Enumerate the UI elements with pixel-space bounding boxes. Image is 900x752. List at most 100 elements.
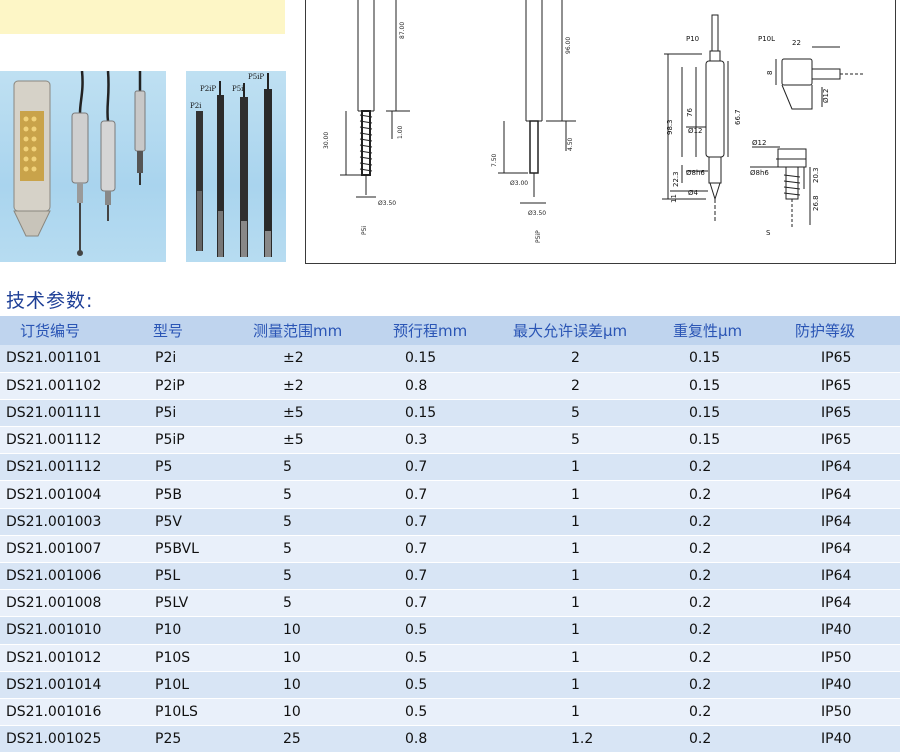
col-header-order-no: 订货编号 (0, 316, 143, 345)
col-header-max-error: 最大允许误差μm (503, 316, 663, 345)
cell-pretravel: 0.8 (383, 372, 503, 400)
cell-protection: IP65 (785, 345, 900, 373)
dia-label-mid: Ø3.00 (510, 180, 528, 187)
cell-model: P10S (143, 644, 243, 672)
dim-76: 76 (686, 108, 694, 117)
cell-max-error: 1 (503, 698, 663, 727)
probe-photo-2: P2iP P5i P5iP P2i (186, 71, 286, 262)
cell-model: P5i (143, 399, 243, 428)
cell-model: P5LV (143, 589, 243, 618)
photo-label-p5i: P5i (232, 85, 244, 93)
cell-protection: IP50 (785, 698, 900, 727)
cell-range: 5 (243, 589, 383, 618)
cell-range: 10 (243, 671, 383, 699)
dia-label-mid2: Ø3.50 (528, 210, 546, 217)
cell-protection: IP64 (785, 508, 900, 536)
drawing-probe-p10l (750, 46, 864, 227)
cell-repeatability: 0.2 (663, 480, 785, 509)
cell-model: P5BVL (143, 535, 243, 564)
cell-model: P10LS (143, 698, 243, 727)
cell-range: ±2 (243, 345, 383, 373)
cell-range: 5 (243, 453, 383, 482)
drawing-probe-p5i (340, 0, 410, 198)
table-header-row: 订货编号 型号 测量范围mm 预行程mm 最大允许误差μm 重复性μm 防护等级 (0, 316, 900, 345)
cell-range: 10 (243, 616, 383, 645)
drawing-probe-p10 (662, 14, 729, 221)
cell-repeatability: 0.15 (663, 372, 785, 400)
cell-protection: IP40 (785, 671, 900, 699)
cell-model: P5iP (143, 426, 243, 455)
cell-model: P10L (143, 671, 243, 699)
dim-label-1: 1.00 (397, 125, 404, 139)
cell-repeatability: 0.2 (663, 453, 785, 482)
col-header-model: 型号 (143, 316, 243, 345)
cell-repeatability: 0.2 (663, 589, 785, 618)
cell-pretravel: 0.15 (383, 345, 503, 373)
cell-repeatability: 0.2 (663, 725, 785, 752)
cell-range: 5 (243, 480, 383, 509)
cell-pretravel: 0.7 (383, 508, 503, 536)
cell-range: 25 (243, 725, 383, 752)
cell-pretravel: 0.7 (383, 480, 503, 509)
cell-max-error: 2 (503, 345, 663, 373)
cell-order-no: DS21.001112 (0, 426, 143, 455)
cell-range: ±5 (243, 426, 383, 455)
dim-label-96: 96.00 (565, 37, 572, 54)
dia-label-left: Ø3.50 (378, 200, 396, 207)
cell-repeatability: 0.15 (663, 345, 785, 373)
dim-983: 98.3 (666, 119, 674, 135)
cell-model: P5 (143, 453, 243, 482)
dim-268: 26.8 (812, 195, 820, 211)
col-header-protection: 防护等级 (785, 316, 900, 345)
slim-probe-a (71, 71, 89, 256)
dia-12-b: Ø12 (822, 89, 830, 103)
cell-pretravel: 0.7 (383, 562, 503, 591)
cell-range: 10 (243, 698, 383, 727)
cell-protection: IP50 (785, 644, 900, 672)
cell-order-no: DS21.001012 (0, 644, 143, 672)
technical-drawing: 87.00 96.00 1.00 30.00 7.50 4.50 Ø3.50 Ø… (305, 0, 896, 264)
cell-max-error: 1 (503, 562, 663, 591)
dim-label-30: 30.00 (323, 132, 330, 149)
cell-pretravel: 0.7 (383, 589, 503, 618)
cell-order-no: DS21.001112 (0, 453, 143, 482)
cell-order-no: DS21.001111 (0, 399, 143, 428)
cell-max-error: 1 (503, 453, 663, 482)
dia-8h6-a: Ø8h6 (686, 169, 705, 177)
cell-max-error: 1 (503, 589, 663, 618)
cell-repeatability: 0.2 (663, 644, 785, 672)
cell-model: P10 (143, 616, 243, 645)
dim-22: 22 (792, 39, 801, 47)
cell-protection: IP64 (785, 453, 900, 482)
photo2-probe-1 (196, 111, 203, 251)
cell-max-error: 1 (503, 644, 663, 672)
dim-label-450: 4.50 (567, 137, 574, 151)
cell-order-no: DS21.001016 (0, 698, 143, 727)
cell-max-error: 1 (503, 508, 663, 536)
cell-model: P25 (143, 725, 243, 752)
label-p10l: P10L (758, 35, 775, 43)
col-header-repeatability: 重复性μm (663, 316, 785, 345)
cell-max-error: 1 (503, 671, 663, 699)
cell-max-error: 2 (503, 372, 663, 400)
photo2-probe-4 (264, 73, 272, 257)
cell-repeatability: 0.2 (663, 562, 785, 591)
dim-223: 22.3 (672, 171, 680, 187)
section-title: 技术参数: (6, 290, 94, 312)
dim-label-87: 87.00 (399, 22, 406, 39)
label-s: S (766, 229, 771, 237)
cell-protection: IP65 (785, 372, 900, 400)
cell-range: 10 (243, 644, 383, 672)
cell-pretravel: 0.3 (383, 426, 503, 455)
cell-order-no: DS21.001004 (0, 480, 143, 509)
cell-max-error: 1 (503, 535, 663, 564)
cell-order-no: DS21.001006 (0, 562, 143, 591)
